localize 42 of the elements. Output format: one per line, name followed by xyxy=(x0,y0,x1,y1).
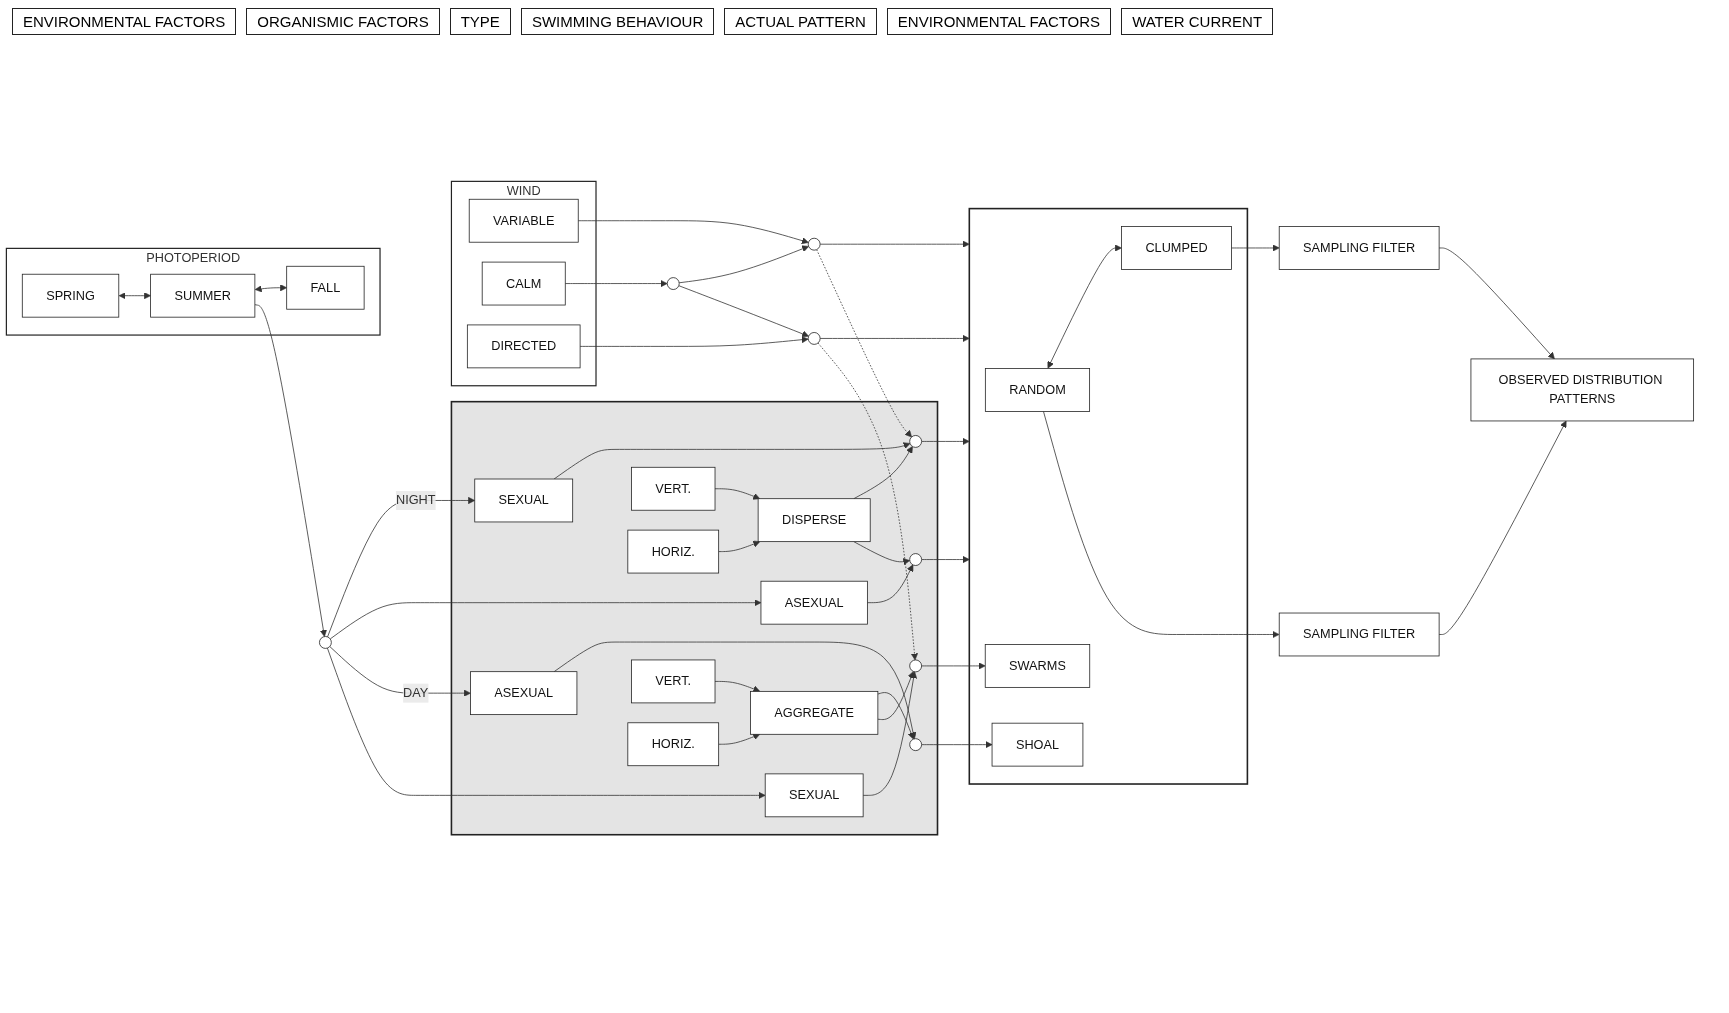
node-box: DISPERSE xyxy=(757,498,871,542)
node-circle xyxy=(909,435,922,448)
edge-label: NIGHT xyxy=(395,493,436,507)
cluster xyxy=(450,400,939,836)
node-circle xyxy=(807,237,821,251)
header-label: ENVIRONMENTAL FACTORS xyxy=(886,8,1112,35)
node-box: VERT. xyxy=(631,659,716,704)
header-label: ACTUAL PATTERN xyxy=(724,8,877,35)
header-label: SWIMMING BEHAVIOUR xyxy=(520,8,715,35)
node-box: VARIABLE xyxy=(468,198,579,243)
node-circle xyxy=(909,553,922,566)
node-box: HORIZ. xyxy=(627,529,720,574)
header-label: WATER CURRENT xyxy=(1121,8,1274,35)
node-box: OBSERVED DISTRIBUTION PATTERNS xyxy=(1470,358,1694,422)
node-box: CLUMPED xyxy=(1121,226,1232,270)
node-box: AGGREGATE xyxy=(750,690,879,735)
header-label: ORGANISMIC FACTORS xyxy=(246,8,440,35)
node-box: SAMPLING FILTER xyxy=(1278,226,1440,270)
node-box: SHOAL xyxy=(991,722,1084,767)
node-circle xyxy=(319,636,332,649)
node-circle xyxy=(909,659,922,673)
node-box: SEXUAL xyxy=(474,478,574,523)
node-box: SPRING xyxy=(21,273,120,318)
node-circle xyxy=(666,277,680,290)
header-label: ENVIRONMENTAL FACTORS xyxy=(12,8,237,35)
node-circle xyxy=(909,738,922,751)
node-box: SWARMS xyxy=(984,644,1091,688)
node-box: SEXUAL xyxy=(764,773,864,818)
node-box: SUMMER xyxy=(150,273,256,318)
edge-label: DAY xyxy=(403,685,429,700)
cluster xyxy=(968,207,1249,785)
node-box: ASEXUAL xyxy=(470,671,578,715)
node-circle xyxy=(807,332,821,345)
node-box: HORIZ. xyxy=(627,722,720,767)
node-box: FALL xyxy=(286,265,365,310)
node-box: RANDOM xyxy=(984,368,1090,412)
node-box: ASEXUAL xyxy=(760,580,868,625)
header-label: TYPE xyxy=(449,8,511,35)
node-box: VERT. xyxy=(631,466,716,511)
node-box: SAMPLING FILTER xyxy=(1278,612,1440,657)
node-box: DIRECTED xyxy=(466,324,581,369)
node-box: CALM xyxy=(481,261,566,306)
